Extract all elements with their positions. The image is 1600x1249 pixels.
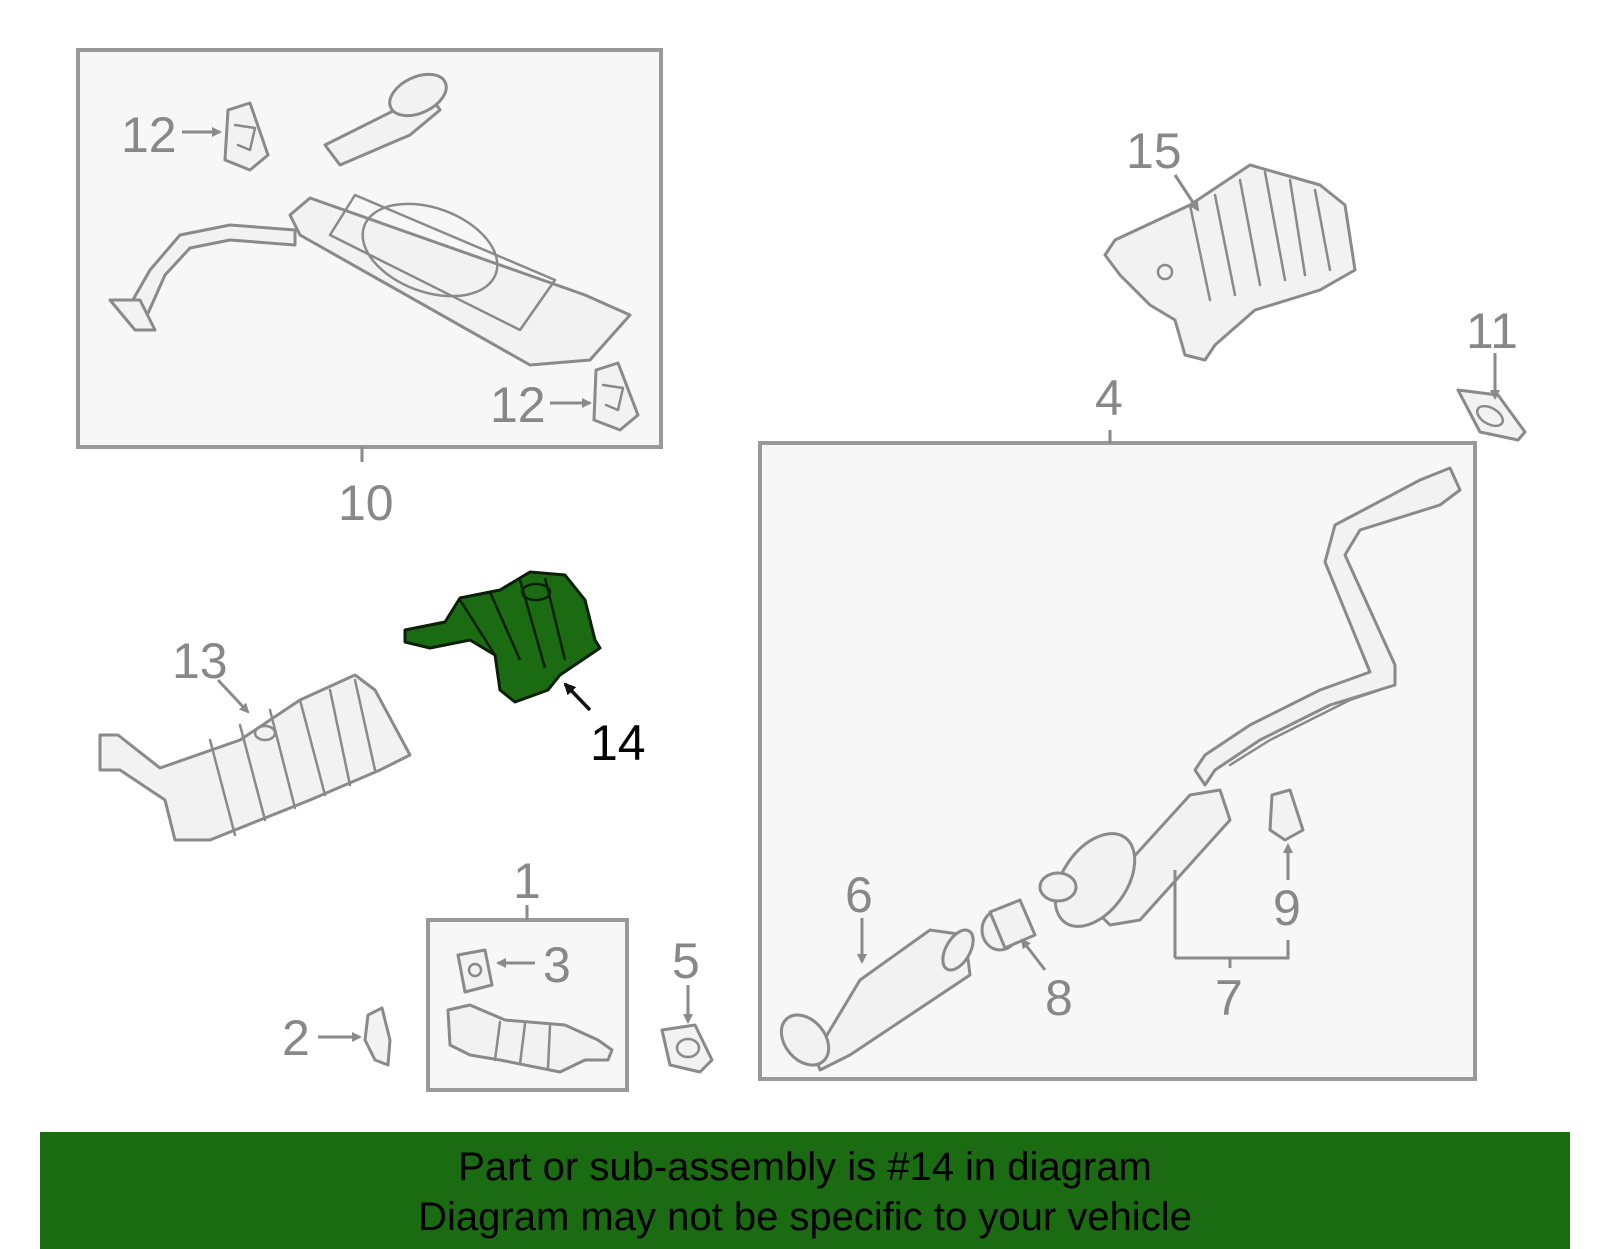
callout-12-top: 12 <box>121 107 177 163</box>
leader-8 <box>1020 938 1047 971</box>
hanger-12-top-part[interactable] <box>223 101 270 172</box>
rear-muffler-part[interactable] <box>108 66 632 367</box>
footer-banner: Part or sub-assembly is #14 in diagram D… <box>40 1132 1570 1249</box>
manifold-part[interactable] <box>446 1003 614 1074</box>
callout-7: 7 <box>1215 970 1243 1026</box>
callout-12-bottom: 12 <box>490 377 546 433</box>
callout-15: 15 <box>1126 123 1182 179</box>
exhaust-pipe-part[interactable] <box>1038 466 1462 941</box>
leader-13 <box>216 678 250 714</box>
heat-shield-15-part[interactable] <box>1103 163 1357 362</box>
gasket-5-part[interactable] <box>660 1023 714 1074</box>
gasket-2-part[interactable] <box>363 1006 392 1067</box>
heat-shield-14-highlighted-part[interactable] <box>403 570 602 704</box>
callout-2: 2 <box>282 1010 310 1066</box>
callout-6: 6 <box>845 867 873 923</box>
callout-9: 9 <box>1273 880 1301 936</box>
callout-13: 13 <box>172 633 228 689</box>
callout-8: 8 <box>1045 970 1073 1026</box>
callout-10: 10 <box>338 475 394 531</box>
callout-3: 3 <box>543 937 571 993</box>
leader-14 <box>563 682 592 712</box>
catalytic-converter-6-part[interactable] <box>772 925 980 1074</box>
footer-line-2: Diagram may not be specific to your vehi… <box>418 1195 1192 1239</box>
gasket-11-part[interactable] <box>1456 388 1527 442</box>
callout-14: 14 <box>590 715 646 771</box>
hanger-9-part[interactable] <box>1268 788 1305 842</box>
gasket-3-part[interactable] <box>456 948 494 994</box>
callout-5: 5 <box>672 933 700 989</box>
callout-11: 11 <box>1466 303 1518 359</box>
leader-15 <box>1173 174 1200 212</box>
callout-4: 4 <box>1095 370 1123 426</box>
leader-7 <box>1173 870 1290 968</box>
heat-shield-13-part[interactable] <box>98 673 412 842</box>
callout-1: 1 <box>513 853 541 909</box>
clamp-8-part[interactable] <box>980 898 1037 952</box>
hanger-12-bottom-part[interactable] <box>592 361 640 432</box>
footer-line-1: Part or sub-assembly is #14 in diagram <box>458 1145 1152 1189</box>
